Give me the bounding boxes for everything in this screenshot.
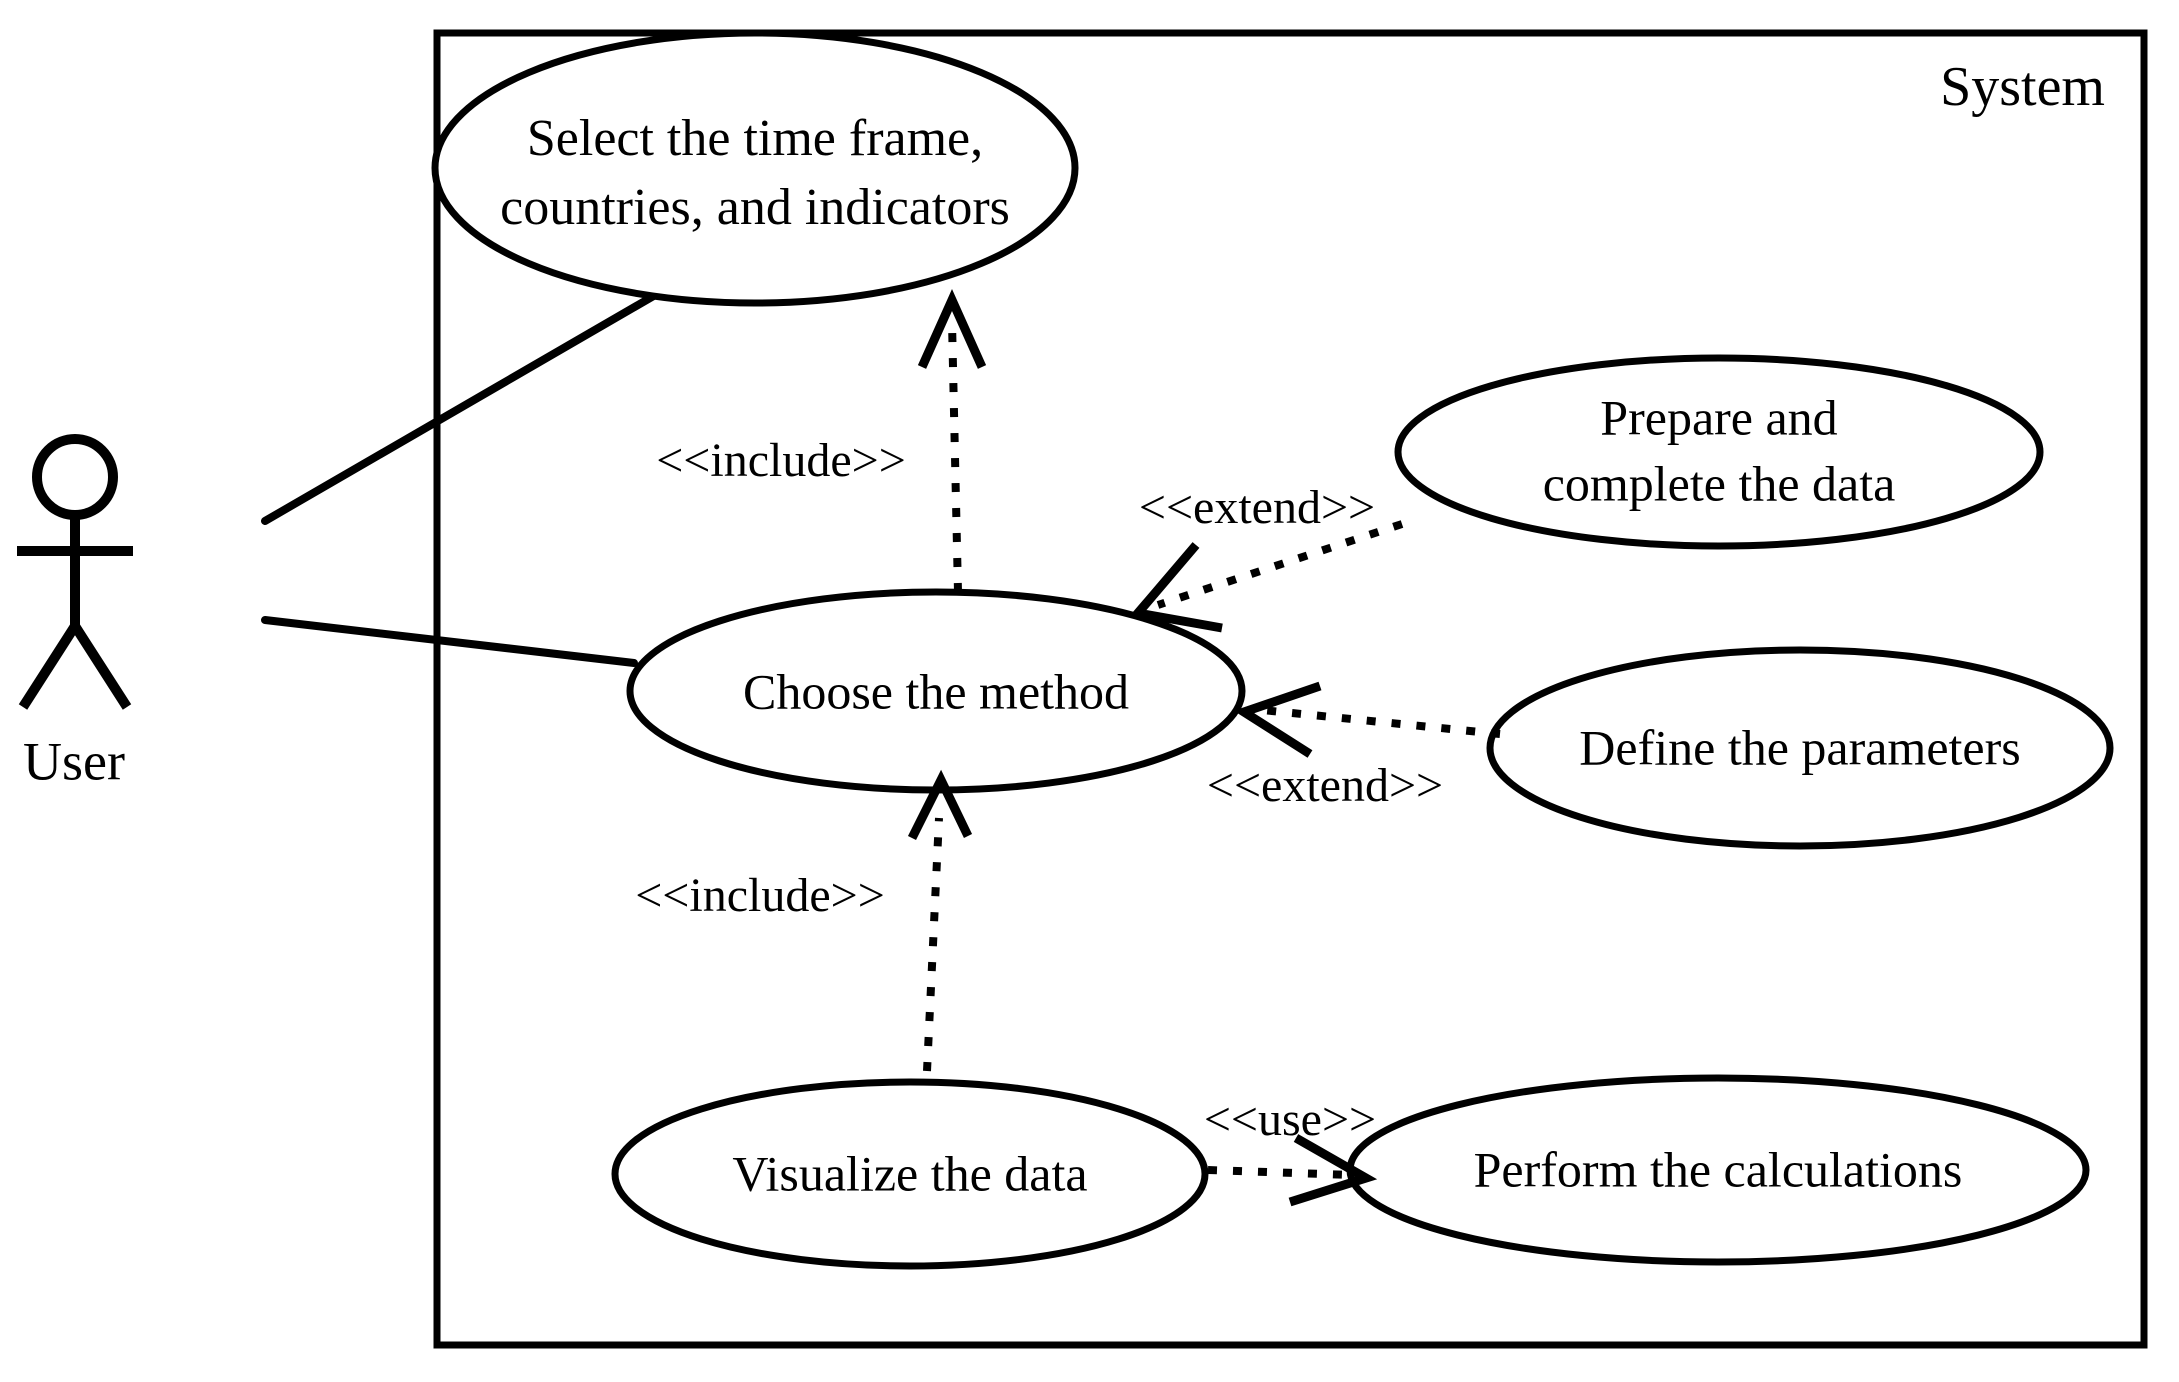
extend-parameters-stereotype-label: <<extend>> xyxy=(1207,759,1443,812)
use-calc-stereotype-label: <<use>> xyxy=(1204,1093,1376,1146)
use-case-define-parameters[interactable]: Define the parameters xyxy=(1486,646,2114,850)
extend-parameters-dashed-line xyxy=(1261,706,1501,738)
include-top-dashed-line xyxy=(948,321,962,593)
use-case-ellipse xyxy=(1486,646,2114,850)
relationship-use-calc[interactable]: <<use>> xyxy=(1204,1093,1378,1207)
use-case-label-line1: Visualize the data xyxy=(732,1145,1087,1201)
association-user-to-choose-method[interactable] xyxy=(261,616,638,667)
extend-prepare-open-arrowhead xyxy=(1129,542,1223,633)
use-case-choose-method[interactable]: Choose the method xyxy=(626,588,1246,794)
include-top-stereotype-label: <<include>> xyxy=(656,434,906,487)
include-top-open-arrowhead xyxy=(917,288,987,369)
actor-left-leg-icon xyxy=(18,623,80,710)
use-case-label-line1: Choose the method xyxy=(743,663,1129,719)
use-calc-open-arrowhead xyxy=(1288,1134,1378,1207)
actor-head-icon xyxy=(32,434,118,520)
extend-prepare-stereotype-label: <<extend>> xyxy=(1139,481,1375,534)
extend-prepare-dashed-line xyxy=(1156,520,1404,609)
actor-right-leg-icon xyxy=(70,623,132,710)
use-case-perform-calculations[interactable]: Perform the calculations xyxy=(1346,1074,2090,1266)
use-case-select-time-frame[interactable]: Select the time frame, countries, and in… xyxy=(431,29,1079,307)
use-case-label-line2: complete the data xyxy=(1543,455,1896,511)
include-bottom-stereotype-label: <<include>> xyxy=(635,869,885,922)
system-boundary-label: System xyxy=(1940,56,2105,118)
use-case-label-line2: countries, and indicators xyxy=(500,179,1010,236)
actor-user-label: User xyxy=(23,731,125,791)
system-boundary-box xyxy=(433,29,2148,1349)
use-case-label-line1: Define the parameters xyxy=(1579,719,2020,775)
use-case-prepare-data[interactable]: Prepare and complete the data xyxy=(1394,354,2044,550)
use-case-label-line1: Prepare and xyxy=(1600,389,1837,445)
include-bottom-dashed-line xyxy=(923,817,943,1072)
use-case-visualize-data[interactable]: Visualize the data xyxy=(611,1078,1209,1270)
include-bottom-open-arrowhead xyxy=(907,769,973,841)
use-case-ellipse xyxy=(431,29,1079,307)
use-case-label-line1: Select the time frame, xyxy=(527,110,983,167)
extend-parameters-open-arrowhead xyxy=(1233,681,1322,758)
relationship-include-top[interactable]: <<include>> xyxy=(656,288,987,593)
use-calc-dashed-line xyxy=(1207,1166,1353,1179)
relationship-extend-parameters[interactable]: <<extend>> xyxy=(1207,681,1501,812)
relationship-include-bottom[interactable]: <<include>> xyxy=(635,769,973,1072)
actor-user[interactable]: User xyxy=(17,434,133,791)
relationship-extend-prepare[interactable]: <<extend>> xyxy=(1129,481,1404,633)
use-case-ellipse xyxy=(1394,354,2044,550)
use-case-label-line1: Perform the calculations xyxy=(1474,1141,1963,1197)
use-case-ellipse xyxy=(611,1078,1209,1270)
